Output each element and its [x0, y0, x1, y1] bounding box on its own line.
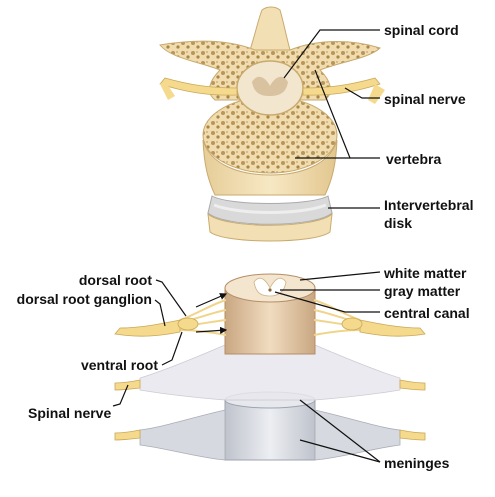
leader-central-canal	[274, 291, 380, 313]
leader-lines	[112, 29, 381, 463]
vertebra-illustration	[159, 6, 385, 242]
label-gray-matter: gray matter	[384, 283, 461, 299]
label-intervertebral: Intervertebral	[384, 197, 474, 213]
label-vertebra: vertebra	[386, 151, 442, 167]
leader-spinal-nerve	[344, 87, 380, 99]
label-spinal-nerve-top: spinal nerve	[384, 91, 466, 107]
leader-spinal-cord	[283, 29, 380, 79]
spinal-cord-illustration	[114, 273, 426, 461]
label-dorsal-root: dorsal root	[78, 272, 152, 288]
leader-dorsal-root	[155, 279, 187, 317]
label-spinal-nerve-bottom: Spinal nerve	[28, 405, 112, 421]
label-dorsal-root-ganglion: dorsal root ganglion	[16, 291, 152, 307]
leader-meninges-b	[299, 439, 381, 463]
label-spinal-cord: spinal cord	[384, 22, 459, 38]
leader-ventral-arrow	[195, 326, 228, 334]
leader-meninges-a	[299, 399, 381, 463]
label-white-matter: white matter	[384, 265, 467, 281]
label-disk: disk	[384, 215, 413, 231]
label-central-canal: central canal	[384, 305, 470, 321]
leader-spinal-nerve-bottom	[112, 384, 129, 407]
label-ventral-root: ventral root	[80, 357, 158, 373]
label-meninges: meninges	[384, 455, 450, 471]
leader-dorsal-arrow	[195, 293, 228, 308]
leader-white-matter	[299, 271, 381, 281]
leader-ventral-root	[161, 331, 183, 366]
leader-ganglion	[154, 299, 166, 327]
